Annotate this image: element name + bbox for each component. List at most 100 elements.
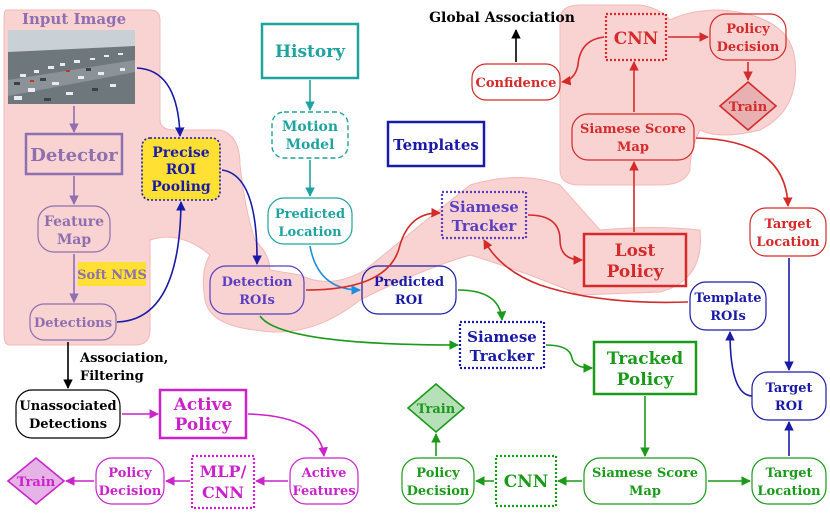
policy-decision-green-box: [401, 457, 475, 505]
precise-roi-pooling-line3: Pooling: [151, 179, 211, 195]
precise-roi-pooling-line2: ROI: [166, 162, 196, 178]
active-features-line2: Features: [292, 484, 355, 499]
feature-map-label-line1: Feature: [44, 214, 104, 230]
policy-decision-bl-line1: Policy: [108, 466, 152, 481]
left-highlight-region: [3, 9, 701, 346]
detector-box: [24, 132, 124, 176]
detection-rois-box: [209, 265, 305, 315]
target-roi-line2: ROI: [775, 399, 803, 414]
target-location-red-line2: Location: [756, 235, 820, 250]
mlp-cnn-line2: CNN: [202, 483, 244, 502]
siamese-tracker-top-line1: Siamese: [449, 198, 519, 216]
target-location-green-box: [751, 457, 827, 505]
policy-decision-bl-line2: Decision: [99, 484, 162, 499]
target-location-red-line1: Target: [764, 217, 811, 232]
train-top-diamond: [718, 80, 778, 132]
detection-rois-line2: ROIs: [239, 293, 275, 308]
target-location-red-box: [749, 207, 827, 257]
detections-box: [29, 303, 117, 341]
tracked-policy-box: [592, 340, 698, 396]
arrow-predicted-location-to-roi: [309, 245, 361, 295]
input-image-label: Input Image: [22, 10, 126, 28]
template-rois-line1: Template: [695, 291, 762, 306]
arrow-detection-rois-to-siamese: [305, 207, 441, 291]
siamese-score-map-top-line2: Map: [617, 140, 649, 155]
global-association-label: Global Association: [429, 10, 575, 26]
siamese-tracker-mid-line2: Tracker: [470, 347, 536, 365]
input-image: [8, 30, 135, 104]
feature-map-box: [37, 205, 111, 253]
cnn-top-label: CNN: [614, 29, 659, 49]
predicted-location-box: [267, 197, 353, 245]
arrow-detections-to-roi-pooling: [116, 201, 186, 323]
precise-roi-pooling-line1: Precise: [152, 145, 210, 161]
template-rois-box: [689, 281, 767, 331]
confidence-box: [471, 63, 561, 101]
history-box: [260, 22, 360, 80]
motion-model-line1: Motion: [282, 119, 338, 135]
target-roi-line1: Target: [765, 381, 812, 396]
detector-label: Detector: [30, 145, 118, 166]
templates-label: Templates: [393, 136, 479, 154]
tracked-policy-line2: Policy: [617, 370, 675, 390]
arrow-cnn-to-confidence: [561, 36, 605, 86]
policy-decision-top-line2: Decision: [717, 40, 780, 55]
target-location-green-line2: Location: [757, 484, 821, 499]
policy-decision-top-box: [709, 13, 787, 61]
mlp-cnn-box: [190, 454, 256, 510]
association-filtering-line1: Association,: [79, 351, 168, 366]
predicted-location-line1: Predicted: [275, 207, 345, 222]
predicted-location-line2: Location: [278, 225, 342, 240]
confidence-label: Confidence: [476, 76, 557, 91]
soft-nms-badge: [78, 262, 146, 286]
arrow-roi-pooling-to-detection-rois: [221, 169, 262, 265]
train-green-label: Train: [417, 402, 456, 417]
predicted-roi-line1: Predicted: [374, 275, 444, 290]
motion-model-line2: Model: [286, 137, 335, 153]
association-filtering-line2: Filtering: [80, 369, 144, 384]
templates-box: [386, 120, 486, 168]
train-bl-diamond: [6, 456, 66, 506]
cnn-top-box: [604, 12, 668, 62]
arrow-active-policy-to-features: [247, 413, 328, 457]
siamese-tracker-top-box: [440, 190, 528, 240]
arrow-detection-rois-to-siamese-mid: [259, 315, 459, 350]
right-highlight-region: [559, 4, 797, 186]
arrow-target-roi-to-template-rois: [725, 331, 753, 397]
unassociated-detections-line1: Unassociated: [19, 399, 116, 414]
policy-decision-bl-box: [95, 457, 165, 505]
cnn-green-label: CNN: [504, 472, 549, 492]
siamese-tracker-mid-line1: Siamese: [467, 328, 537, 346]
unassociated-detections-line2: Detections: [29, 417, 107, 432]
siamese-score-map-top-box: [571, 113, 695, 161]
template-rois-line2: ROIs: [710, 309, 746, 324]
cnn-green-box: [494, 454, 558, 508]
feature-map-label-line2: Map: [57, 232, 92, 248]
siamese-score-map-green-line2: Map: [629, 484, 661, 499]
arrow-image-to-roi-pooling: [136, 67, 185, 137]
active-policy-line2: Policy: [175, 415, 233, 435]
train-green-diamond: [406, 382, 466, 434]
lost-policy-line1: Lost: [615, 241, 656, 261]
arrow-predicted-roi-to-siamese-mid: [457, 289, 507, 321]
highlight-regions: [3, 4, 797, 346]
arrows: [63, 29, 794, 486]
active-features-line1: Active: [301, 466, 347, 481]
detections-label: Detections: [34, 316, 112, 331]
predicted-roi-box: [361, 265, 457, 315]
train-top-label: Train: [729, 100, 768, 115]
unassociated-detections-box: [15, 389, 121, 439]
active-features-box: [289, 457, 359, 505]
policy-decision-green-line1: Policy: [416, 466, 460, 481]
predicted-roi-line2: ROI: [395, 293, 423, 308]
arrow-score-map-to-target-location: [695, 137, 793, 207]
lost-policy-line2: Policy: [607, 262, 665, 282]
siamese-score-map-green-line1: Siamese Score: [592, 466, 698, 481]
siamese-score-map-top-line1: Siamese Score: [580, 122, 686, 137]
siamese-tracker-mid-box: [458, 320, 546, 370]
precise-roi-pooling-box: [141, 137, 221, 201]
siamese-score-map-green-box: [583, 457, 707, 505]
train-bl-label: Train: [17, 475, 56, 490]
detection-rois-line1: Detection: [222, 275, 293, 290]
